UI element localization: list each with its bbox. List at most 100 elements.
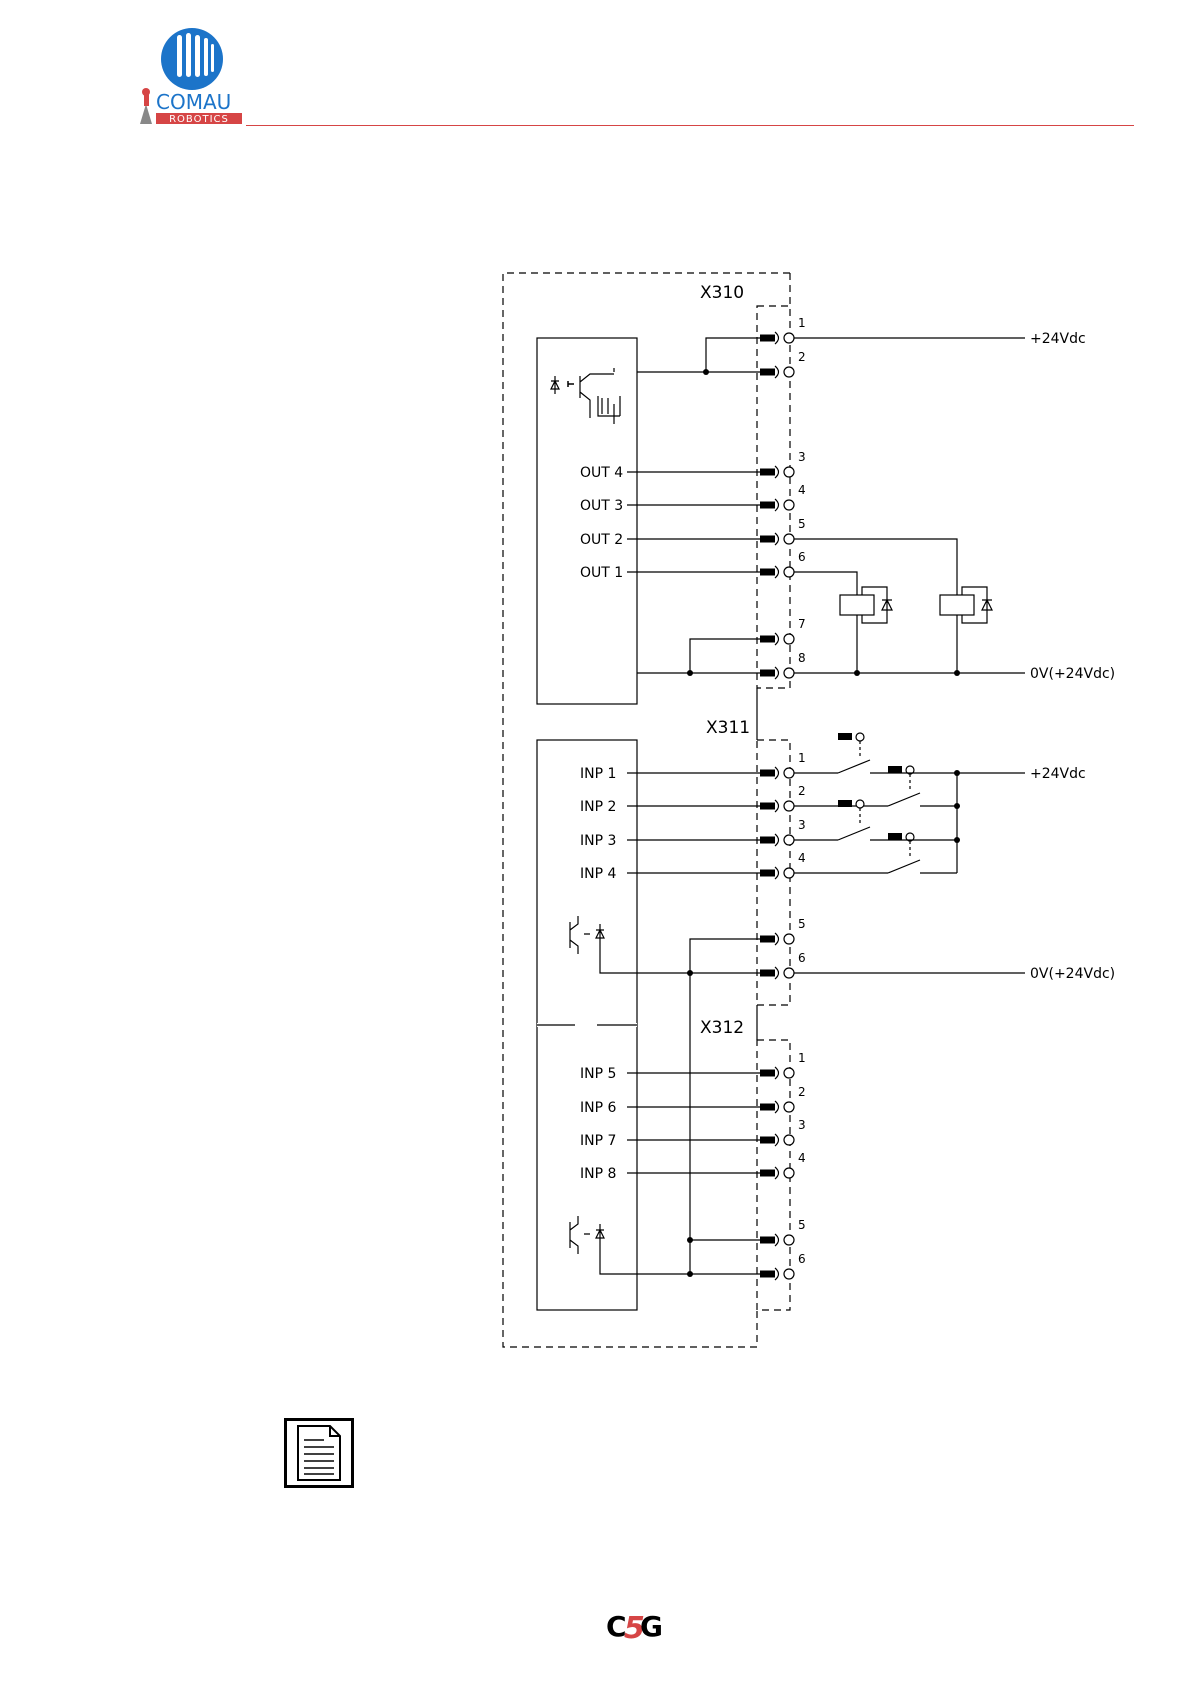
x312-pin-1: 1: [798, 1051, 806, 1065]
x312-pin-5: 5: [798, 1218, 806, 1232]
terminal-bracket: [775, 533, 779, 545]
terminal-bar: [760, 569, 775, 576]
terminal-bar: [760, 502, 775, 509]
terminal-ring: [784, 868, 794, 878]
x310-pin-2: 2: [798, 350, 806, 364]
terminal-ring: [784, 1068, 794, 1078]
switch-knob-icon: [856, 733, 864, 741]
output-label-3: OUT 3: [580, 498, 623, 514]
output-label-1: OUT 1: [580, 565, 623, 581]
terminal-bracket: [775, 499, 779, 511]
terminal-bracket: [775, 1268, 779, 1280]
terminal-bracket: [775, 1134, 779, 1146]
wire-x310-7: [690, 639, 760, 673]
label-plus24-x311: +24Vdc: [1030, 766, 1086, 782]
terminal-ring: [784, 534, 794, 544]
junction-dot: [954, 770, 960, 776]
output-label-4: OUT 4: [580, 465, 623, 481]
terminal-ring: [784, 1135, 794, 1145]
terminal-ring: [784, 835, 794, 845]
junction-dot: [703, 369, 709, 375]
output-label-2: OUT 2: [580, 532, 623, 548]
terminal-ring: [784, 968, 794, 978]
terminal-ring: [784, 467, 794, 477]
terminal-bar: [760, 1237, 775, 1244]
terminal-bar: [760, 670, 775, 677]
junction-dot: [687, 1237, 693, 1243]
junction-dot: [954, 803, 960, 809]
terminal-bracket: [775, 332, 779, 344]
terminal-bracket: [775, 633, 779, 645]
label-0v-x310: 0V(+24Vdc): [1030, 666, 1115, 682]
terminal-bracket: [775, 667, 779, 679]
switch-actuator-icon: [838, 800, 852, 807]
x310-pin-3: 3: [798, 450, 806, 464]
terminal-bar: [760, 936, 775, 943]
terminal-ring: [784, 934, 794, 944]
enclosure-border: [503, 273, 790, 1347]
x310-pin-5: 5: [798, 517, 806, 531]
terminal-bracket: [775, 800, 779, 812]
x311-pin-2: 2: [798, 784, 806, 798]
input-label-8: INP 8: [580, 1166, 616, 1182]
terminal-bracket: [775, 366, 779, 378]
terminal-bar: [760, 803, 775, 810]
document-note-icon: [284, 1418, 354, 1488]
svg-text:G: G: [640, 1610, 663, 1642]
x311-pin-5: 5: [798, 917, 806, 931]
junction-dot: [687, 1271, 693, 1277]
terminal-bracket: [775, 834, 779, 846]
terminal-ring: [784, 500, 794, 510]
x312-pin-4: 4: [798, 1151, 806, 1165]
terminal-bar: [760, 1271, 775, 1278]
x310-pin-1: 1: [798, 316, 806, 330]
input-label-2: INP 2: [580, 799, 616, 815]
terminal-bracket: [775, 1167, 779, 1179]
label-plus24-x310: +24Vdc: [1030, 331, 1086, 347]
terminal-bracket: [775, 933, 779, 945]
x310-pin-7: 7: [798, 617, 806, 631]
x310-pin-8: 8: [798, 651, 806, 665]
terminal-bar: [760, 469, 775, 476]
wire-x312-6: [600, 1254, 760, 1274]
switch-inp-2: [888, 793, 920, 806]
terminal-bracket: [775, 967, 779, 979]
terminal-ring: [784, 367, 794, 377]
junction-dot: [954, 837, 960, 843]
terminal-ring: [784, 634, 794, 644]
x312-pin-2: 2: [798, 1085, 806, 1099]
input-label-5: INP 5: [580, 1066, 616, 1082]
terminal-ring: [784, 1235, 794, 1245]
junction-dot: [954, 670, 960, 676]
terminal-ring: [784, 1102, 794, 1112]
terminal-bracket: [775, 466, 779, 478]
terminal-bar: [760, 536, 775, 543]
terminal-ring: [784, 567, 794, 577]
terminal-ring: [784, 668, 794, 678]
output-module: [537, 338, 637, 704]
terminal-bar: [760, 636, 775, 643]
terminal-bracket: [775, 1067, 779, 1079]
terminal-bar: [760, 970, 775, 977]
x312-pin-6: 6: [798, 1252, 806, 1266]
terminal-bar: [760, 1137, 775, 1144]
connector-x310: [757, 306, 790, 688]
x311-pin-6: 6: [798, 951, 806, 965]
label-0v-x311: 0V(+24Vdc): [1030, 966, 1115, 982]
terminal-ring: [784, 1168, 794, 1178]
optocoupler-icon: [570, 1216, 604, 1254]
optocoupler-icon: [570, 916, 604, 954]
x311-pin-1: 1: [798, 751, 806, 765]
terminal-bracket: [775, 1234, 779, 1246]
relay-coil-icon: [940, 595, 974, 615]
terminal-bracket: [775, 767, 779, 779]
terminal-bar: [760, 369, 775, 376]
terminal-bracket: [775, 1101, 779, 1113]
wire-x310-5: [794, 539, 957, 673]
input-label-4: INP 4: [580, 866, 616, 882]
switch-inp-4: [888, 860, 920, 873]
junction-dot: [687, 670, 693, 676]
x310-pin-4: 4: [798, 483, 806, 497]
